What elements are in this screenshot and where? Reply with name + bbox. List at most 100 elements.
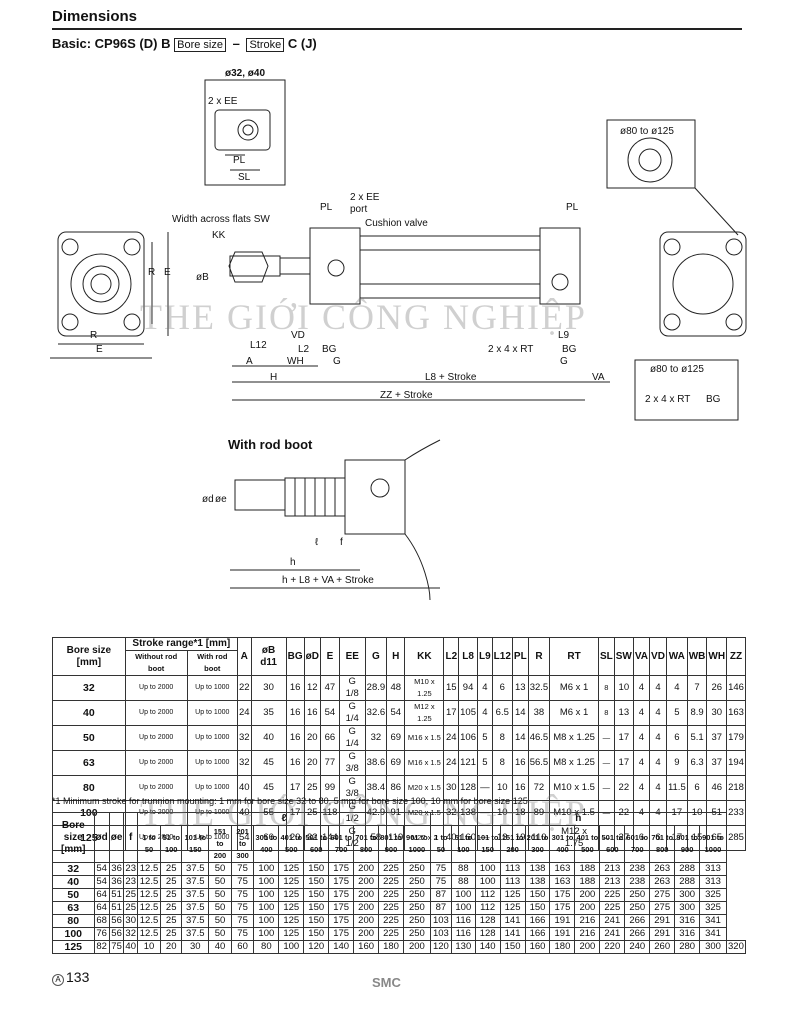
table-cell: 103 [429, 914, 452, 928]
table-cell: 25 [160, 914, 183, 928]
table-cell: 40 [123, 940, 138, 954]
table-cell: 87 [429, 901, 452, 915]
table-cell: 200 [574, 888, 601, 902]
table-cell: 25 [160, 862, 183, 876]
table-cell: 48 [386, 675, 406, 701]
table-cell: 200 [353, 888, 380, 902]
stroke-box: Stroke [246, 38, 285, 52]
table1-header-row1: Bore size [mm] Stroke range*1 [mm] A øB … [52, 637, 746, 676]
table-cell: 140 [474, 940, 501, 954]
table-cell: 8 [597, 675, 615, 701]
table-cell: 263 [649, 862, 676, 876]
table-cell: 72 [527, 775, 551, 801]
table-cell: 238 [624, 875, 651, 889]
table-cell: 200 [353, 862, 380, 876]
col-header: G [364, 637, 388, 676]
dimension-table-1: Bore size [mm] Stroke range*1 [mm] A øB … [52, 637, 746, 851]
col-header: WA [665, 637, 688, 676]
table-cell: 103 [429, 927, 452, 941]
table-cell: 146 [726, 675, 746, 701]
col-header: WH [706, 637, 728, 676]
table-cell: 175 [328, 875, 355, 889]
table-cell: 80 [253, 940, 280, 954]
table-cell: 291 [649, 914, 676, 928]
table-cell: 6 [491, 675, 513, 701]
table-cell: 112 [474, 888, 501, 902]
table-cell: 75 [108, 940, 125, 954]
table-cell: 82 [93, 940, 110, 954]
table-cell: 8 [491, 750, 513, 776]
stroke-range-header: 501 to 600 [303, 825, 330, 863]
table-cell: 14 [511, 700, 529, 726]
table-cell: 130 [450, 940, 476, 954]
table-cell: 75 [429, 875, 452, 889]
table-cell: 51 [108, 888, 125, 902]
table-cell: G 1/8 [338, 675, 366, 701]
table-cell: Up to 1000 [186, 725, 238, 751]
table-cell: M16 x 1.5 [404, 750, 445, 776]
table-cell: 6 [665, 725, 688, 751]
table-cell: 225 [378, 888, 404, 902]
table-cell: 37.5 [181, 875, 210, 889]
table-cell: 50 [208, 914, 232, 928]
stroke-range-header: 51 to 100 [160, 825, 183, 863]
table-cell: 56 [108, 927, 125, 941]
bore-header-2: Bore size [mm] [52, 812, 95, 863]
label-od: ød [202, 494, 214, 505]
table-cell: 16 [285, 750, 305, 776]
table-cell: 25 [160, 875, 183, 889]
table-cell: 50 [208, 888, 232, 902]
table-cell: 30 [181, 940, 210, 954]
table-cell: 250 [403, 927, 431, 941]
table-cell: 16 [285, 725, 305, 751]
table-cell: 60 [230, 940, 255, 954]
stroke-range-header: 201 to 300 [524, 825, 551, 863]
col-header: A [236, 637, 252, 676]
table-cell: 35 [250, 700, 287, 726]
label-rt-2: 2 x 4 x RT [645, 394, 690, 405]
table-cell: 325 [699, 888, 727, 902]
table-cell: 56 [108, 914, 125, 928]
table-cell: 17 [613, 725, 634, 751]
page-title: Dimensions [52, 8, 138, 25]
table-cell: 150 [303, 927, 330, 941]
bore-size-cell: 80 [52, 775, 126, 801]
table-cell: 241 [599, 914, 626, 928]
table-cell: 285 [726, 825, 746, 851]
stroke-range-header: 901 to 1000 [403, 825, 431, 863]
table-cell: 280 [674, 940, 701, 954]
table-cell: 75 [230, 888, 255, 902]
table-cell: 160 [353, 940, 380, 954]
label-pl-small: PL [233, 155, 246, 166]
stroke-range-header: 501 to 600 [599, 825, 626, 863]
label-h: H [270, 372, 277, 383]
table-cell: 68 [93, 914, 110, 928]
rod-cover [539, 227, 581, 305]
table-cell: 163 [549, 862, 576, 876]
table-cell: 250 [403, 901, 431, 915]
stroke-range-header: 301 to 400 [549, 825, 576, 863]
bore-size-cell: 63 [52, 901, 95, 915]
col-header: SL [597, 637, 615, 676]
col-header: BG [285, 637, 305, 676]
table-cell: 150 [303, 888, 330, 902]
table-cell: 37.5 [181, 927, 210, 941]
table-cell: 4 [632, 700, 651, 726]
table-cell: 225 [599, 901, 626, 915]
table-cell: 316 [674, 927, 701, 941]
bore-size-cell: 32 [52, 862, 95, 876]
label-h-boot: h [290, 557, 296, 568]
table-cell: 88 [450, 862, 476, 876]
table-cell: 200 [353, 914, 380, 928]
table-cell: 113 [499, 862, 526, 876]
table-cell: — [597, 725, 615, 751]
table-cell: 76 [93, 927, 110, 941]
table-cell: 216 [574, 914, 601, 928]
rod-boot-title: With rod boot [228, 437, 313, 452]
